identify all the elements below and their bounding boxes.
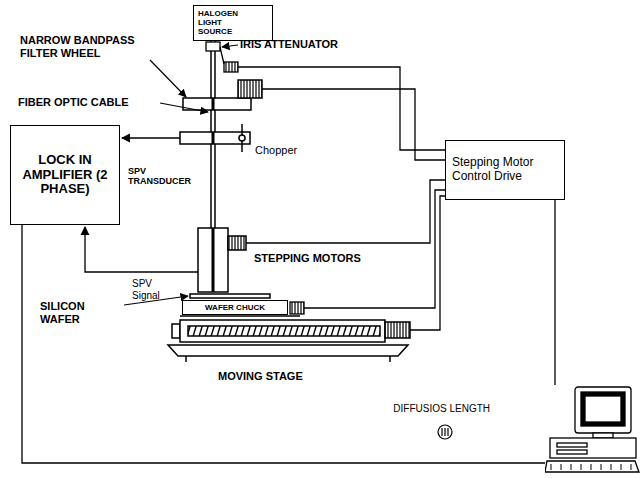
filter-wheel xyxy=(212,98,215,110)
control-wire xyxy=(246,180,445,243)
part-label: MOVING STAGE xyxy=(218,370,338,383)
spv-transducer xyxy=(198,228,228,292)
leader-arrow xyxy=(124,45,238,305)
keyboard-keys xyxy=(581,464,582,470)
signal-line xyxy=(554,200,555,385)
part-label: IRIS ATTENUATOR xyxy=(240,38,370,51)
moving-stage xyxy=(180,315,300,317)
iris-attenuator xyxy=(220,47,224,64)
computer-drawing xyxy=(557,443,587,447)
computer-drawing xyxy=(585,396,621,422)
diskette-icon xyxy=(447,428,448,436)
keyboard-keys xyxy=(551,464,552,470)
fiber-optic-cable xyxy=(211,37,215,228)
control-wire xyxy=(238,67,445,150)
chuck-motor xyxy=(290,302,304,314)
keyboard-keys xyxy=(621,464,622,470)
computer-drawing xyxy=(575,387,631,433)
wafer-chuck-box: WAFER CHUCK xyxy=(182,300,288,315)
moving-stage xyxy=(185,356,187,362)
spv-transducer xyxy=(212,228,215,292)
moving-stage xyxy=(172,324,180,338)
lock-in-amplifier-box: LOCK IN AMPLIFIER (2 PHASE) xyxy=(10,125,120,225)
computer-drawing xyxy=(581,392,625,426)
keyboard-keys xyxy=(571,464,572,470)
part-label: FIBER OPTIC CABLE xyxy=(18,96,158,109)
filter-wheel xyxy=(183,98,251,110)
chopper xyxy=(180,124,250,152)
silicon-wafer xyxy=(190,294,270,298)
chuck-motor xyxy=(290,302,304,314)
motor-drive-box: Stepping Motor Control Drive xyxy=(445,140,565,200)
keyboard-keys xyxy=(611,464,612,470)
signal-line xyxy=(22,225,545,463)
spv-transducer xyxy=(228,236,246,250)
signal-arrow xyxy=(122,137,180,138)
control-wire xyxy=(304,190,445,308)
chopper xyxy=(239,135,245,141)
moving-stage xyxy=(385,322,410,338)
part-label: Chopper xyxy=(255,144,315,157)
moving-stage xyxy=(180,320,385,342)
iris-attenuator xyxy=(224,62,238,72)
iris-attenuator xyxy=(206,42,238,72)
part-label: STEPPING MOTORS xyxy=(254,252,384,265)
control-wire xyxy=(238,67,445,330)
part-label: SPV Signal xyxy=(132,278,174,301)
node-text: DIFFUSIOS LENGTH xyxy=(393,403,490,415)
spv-transducer xyxy=(198,228,246,292)
node-text: Stepping Motor Control Drive xyxy=(452,156,558,184)
filter-wheel xyxy=(238,80,262,98)
computer: DIFFUSIOS LENGTH xyxy=(545,385,640,475)
part-label: SILICON WAFER xyxy=(40,300,122,325)
keyboard-keys xyxy=(591,464,592,470)
diskette-icon xyxy=(438,425,452,439)
computer-drawing xyxy=(545,461,639,472)
control-wire xyxy=(410,196,445,330)
keyboard-keys xyxy=(601,464,602,470)
filter-wheel xyxy=(183,80,262,110)
computer-drawing xyxy=(545,385,640,475)
leader-arrow xyxy=(150,60,186,97)
leader-arrow xyxy=(222,45,238,47)
computer-drawing xyxy=(557,450,587,454)
diskette-icon xyxy=(438,425,452,439)
iris-attenuator xyxy=(206,42,220,51)
part-label: SPV TRANSDUCER xyxy=(128,166,190,187)
keyboard-keys xyxy=(561,464,562,470)
diskette-icon xyxy=(441,428,442,436)
diskette-icon xyxy=(444,428,445,436)
chopper xyxy=(180,132,250,144)
computer-drawing xyxy=(593,433,613,438)
computer-drawing xyxy=(550,438,636,458)
signal-arrow xyxy=(85,227,198,272)
moving-stage xyxy=(168,316,410,362)
node-text: HALOGEN LIGHT SOURCE xyxy=(198,9,250,37)
light-source-box: HALOGEN LIGHT SOURCE xyxy=(193,5,273,41)
node-text: LOCK IN AMPLIFIER (2 PHASE) xyxy=(17,153,113,198)
node-text: WAFER CHUCK xyxy=(186,303,284,312)
leader-arrow xyxy=(160,103,208,112)
moving-stage xyxy=(389,356,391,362)
moving-stage xyxy=(188,326,380,336)
keyboard-keys xyxy=(631,464,632,470)
moving-stage xyxy=(168,345,408,356)
silicon-wafer xyxy=(190,294,270,298)
chopper xyxy=(212,132,215,144)
part-label: NARROW BANDPASS FILTER WHEEL xyxy=(20,34,145,59)
